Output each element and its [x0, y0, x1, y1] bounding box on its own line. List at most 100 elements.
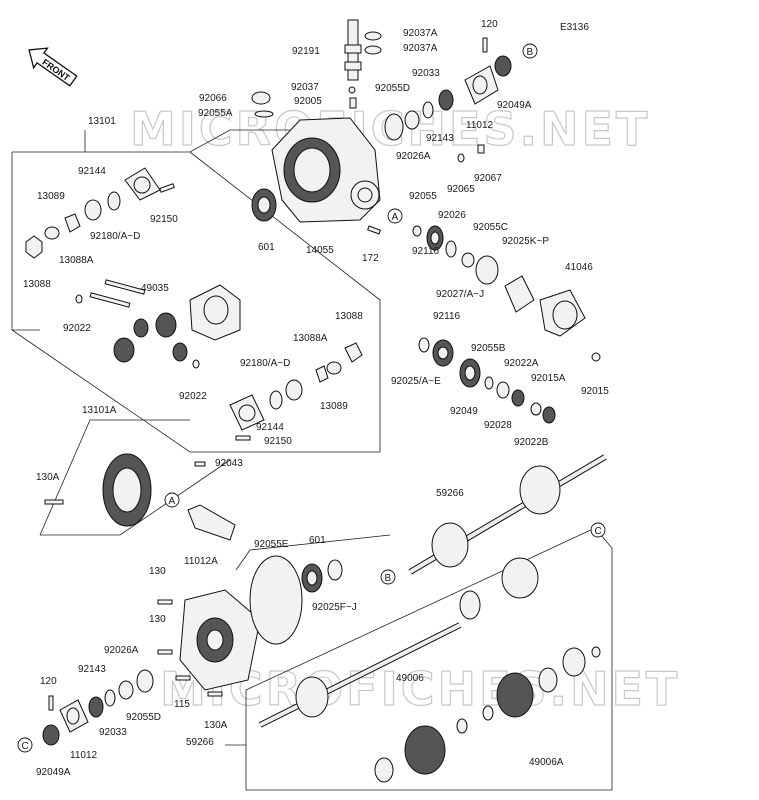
part-label-92022: 92022 — [63, 323, 91, 334]
part-label-92067: 92067 — [474, 173, 502, 184]
oring-92055a — [254, 110, 274, 118]
callout-c-lower: C — [17, 737, 33, 753]
clamp-49006a-large — [538, 667, 558, 693]
pin-92022-right — [192, 359, 200, 369]
driveshaft-upper — [408, 454, 607, 575]
part-label-92055b: 92055B — [471, 343, 506, 354]
clip-small — [591, 646, 601, 658]
part-label-130: 130 — [149, 614, 166, 625]
boot-49006 — [404, 725, 446, 775]
bolt-92150-right — [235, 435, 251, 441]
bolt-92150-left — [159, 183, 175, 193]
part-label-49006: 49006 — [396, 673, 424, 684]
part-label-120: 120 — [481, 19, 498, 30]
part-label-92143: 92143 — [426, 133, 454, 144]
gasket-92025k — [504, 275, 535, 313]
side-gear-left — [113, 337, 135, 363]
part-label-59266: 59266 — [436, 488, 464, 499]
part-label-92055c: 92055C — [473, 222, 508, 233]
part-label-11012: 11012 — [70, 750, 98, 761]
bolt-120-top — [482, 37, 488, 53]
seal-92143-top — [422, 101, 434, 119]
washer-92022a — [511, 389, 525, 407]
svg-text:A: A — [169, 496, 176, 507]
part-label-601: 601 — [258, 242, 275, 253]
seal-92180-right — [269, 390, 283, 410]
part-label-11012a: 11012A — [184, 556, 218, 567]
flange-right — [229, 394, 265, 431]
part-label-92005: 92005 — [294, 96, 322, 107]
clamp-49006a-small — [482, 705, 494, 721]
pin-92005 — [349, 97, 357, 109]
plug-92067 — [477, 144, 485, 154]
callout-b-upper: B — [522, 43, 538, 59]
part-label-92055d: 92055D — [126, 712, 161, 723]
part-label-92026a: 92026A — [396, 151, 431, 162]
part-label-130a: 130A — [204, 720, 228, 731]
oring-92055c — [475, 255, 499, 285]
part-label-11012: 11012 — [466, 120, 494, 131]
clamp-ring — [562, 647, 586, 677]
part-label-49035: 49035 — [141, 283, 169, 294]
part-label-92116: 92116 — [433, 311, 461, 322]
side-gear-right — [155, 312, 177, 338]
part-label-92033: 92033 — [99, 727, 127, 738]
part-label-92055: 92055 — [409, 191, 437, 202]
part-label-92025-a-e: 92025/A~E — [391, 376, 441, 387]
washer-13089-right — [326, 361, 342, 375]
diff-housing — [271, 117, 381, 223]
washer-92028 — [496, 381, 510, 399]
part-label-92043: 92043 — [215, 458, 243, 469]
part-label-13088: 13088 — [335, 311, 363, 322]
part-label-120: 120 — [40, 676, 57, 687]
part-label-13089: 13089 — [320, 401, 348, 412]
seal-92033-top — [438, 89, 454, 111]
washer-92026a-bottom — [118, 680, 134, 700]
part-label-92055a: 92055A — [198, 108, 233, 119]
clip-92037a — [364, 31, 382, 55]
part-label-41046: 41046 — [565, 262, 593, 273]
callout-b-lower: B — [380, 569, 396, 585]
part-label-130a: 130A — [36, 472, 60, 483]
shim-92025f — [327, 559, 343, 581]
shim-92027 — [461, 252, 475, 268]
cover-13088-right — [344, 342, 363, 363]
part-label-92150: 92150 — [150, 214, 178, 225]
part-label-115: 115 — [174, 699, 190, 710]
shift-rod — [344, 19, 362, 81]
pinion-gear-a — [133, 318, 149, 338]
part-label-13088a: 13088A — [59, 255, 94, 266]
bearing-92116-upper — [426, 225, 444, 251]
oring-92055 — [412, 225, 422, 237]
cover-11012a — [179, 589, 261, 691]
part-label-92144: 92144 — [78, 166, 106, 177]
pin-92037 — [348, 86, 356, 94]
ring-gear — [102, 453, 152, 527]
bearing-601-top — [251, 188, 277, 222]
part-label-13101a: 13101A — [82, 405, 117, 416]
oring-92025 — [418, 337, 430, 353]
pin-92022-left — [75, 294, 83, 304]
part-label-14055: 14055 — [306, 245, 334, 256]
svg-text:B: B — [527, 47, 534, 58]
part-label-601: 601 — [309, 535, 326, 546]
svg-text:A: A — [392, 212, 399, 223]
drive-pinion — [187, 504, 236, 541]
diff-group-frame — [11, 129, 381, 453]
gear-92049 — [459, 358, 481, 388]
breather-92066 — [251, 91, 271, 105]
washer-92144-left — [84, 199, 102, 221]
ring-gear-frame — [39, 419, 231, 536]
bolt-130a-output — [207, 691, 223, 697]
part-label-92026: 92026 — [438, 210, 466, 221]
part-label-92055d: 92055D — [375, 83, 410, 94]
nut-92015a — [542, 406, 556, 424]
washer-92022b — [530, 402, 542, 416]
part-label-92066: 92066 — [199, 93, 227, 104]
oring-92055d-top — [384, 113, 404, 141]
part-label-92049a: 92049A — [497, 100, 532, 111]
part-label-92143: 92143 — [78, 664, 106, 675]
boot-49006a — [496, 672, 534, 718]
part-label-92180-a-d: 92180/A~D — [240, 358, 290, 369]
svg-text:C: C — [22, 741, 29, 752]
